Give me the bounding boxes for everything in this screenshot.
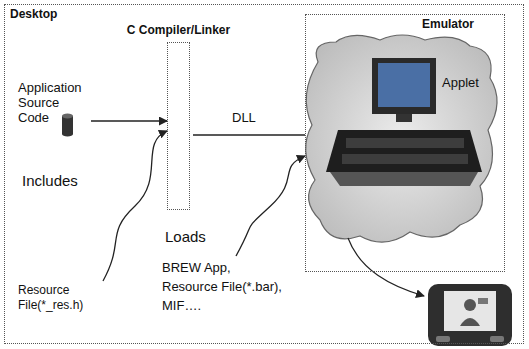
connector — [236, 156, 305, 256]
box-heading: Emulator — [422, 17, 474, 31]
edge-label: Loads — [163, 228, 208, 245]
source-node: Application Source Code — [18, 80, 88, 127]
picture-label: Applet — [440, 75, 481, 90]
node-text: Resource File(*_res.h) — [18, 283, 118, 313]
box-heading: C Compiler/Linker — [127, 23, 230, 37]
edge-label: Includes — [20, 172, 80, 189]
edge-label: DLL — [230, 110, 258, 125]
brew-node: BREW App, Resource File(*.bar), MIF…. — [162, 258, 286, 317]
compiler-box: C Compiler/Linker — [167, 42, 190, 210]
region-heading: Desktop — [10, 7, 57, 21]
connector — [91, 120, 167, 121]
emulator-cloud — [306, 35, 497, 242]
phone-icon — [428, 284, 512, 346]
source-cylinder — [62, 114, 73, 137]
desktop-region: DesktopApplication Source Code C Compiler… — [4, 4, 524, 344]
node-text: BREW App, Resource File(*.bar), MIF…. — [162, 258, 286, 315]
connector — [103, 131, 167, 281]
computer-icon — [326, 58, 482, 186]
connector — [193, 134, 305, 135]
resource-node: Resource File(*_res.h) — [18, 283, 118, 315]
emulator-box: Emulator — [305, 14, 505, 272]
output-arrow — [348, 238, 424, 296]
node-text: Application Source Code — [18, 80, 88, 125]
